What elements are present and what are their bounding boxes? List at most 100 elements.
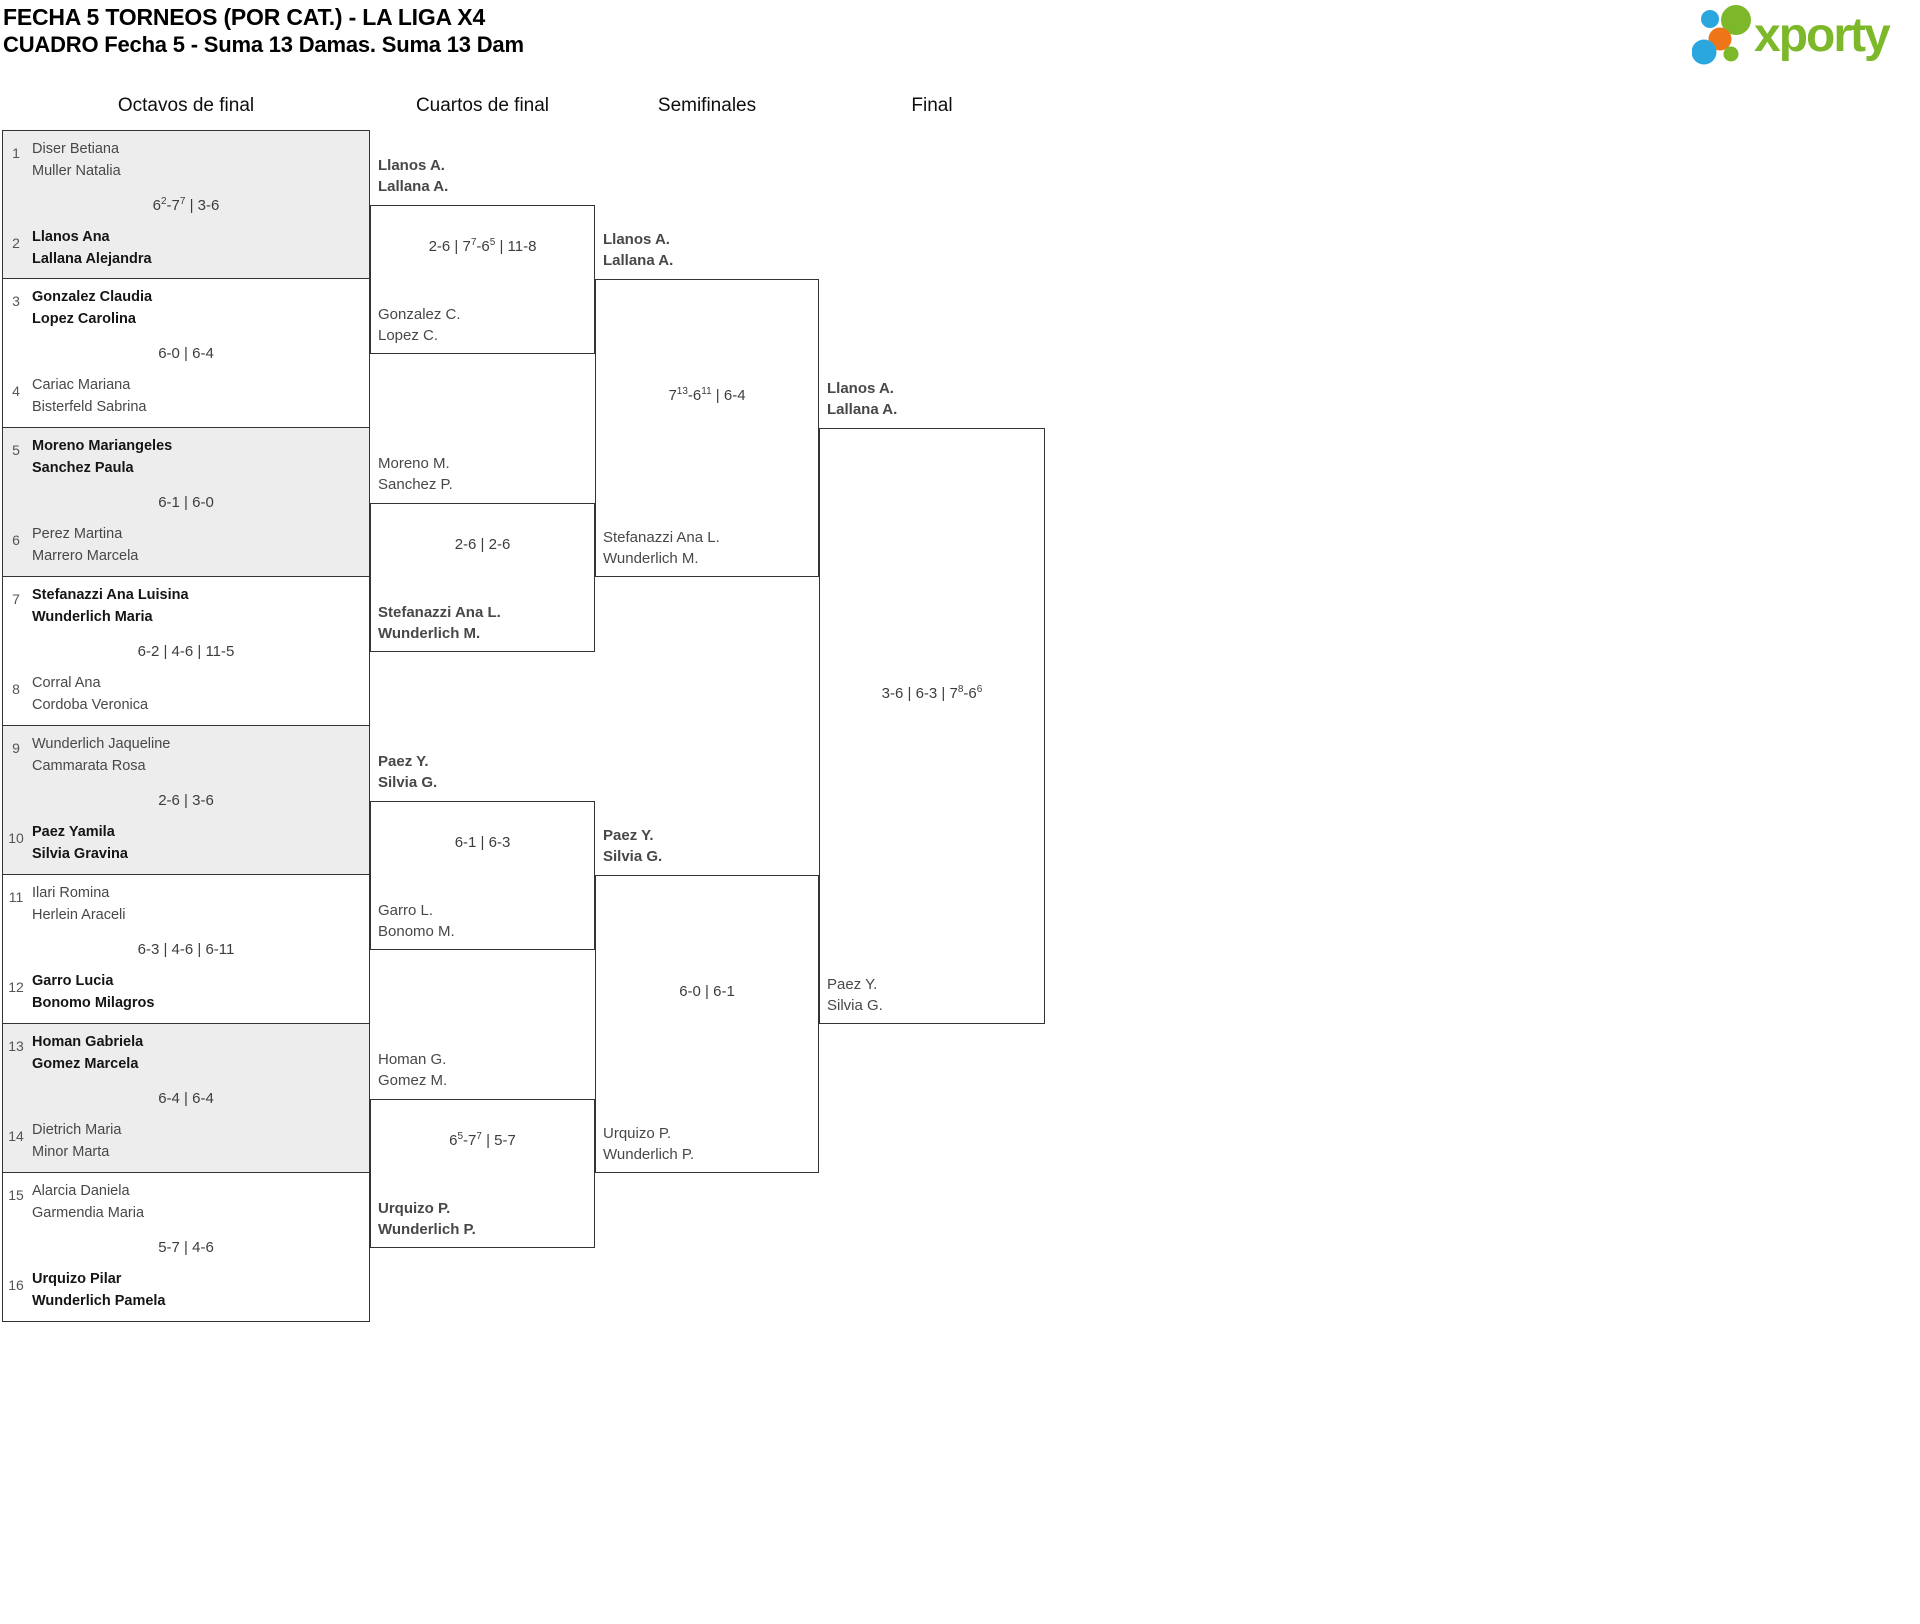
- round-match-score: 2-6 | 2-6: [454, 536, 511, 553]
- player-name: Muller Natalia: [32, 163, 121, 179]
- player-name: Ilari Romina: [32, 885, 110, 901]
- round-header-cuartos: Cuartos de final: [415, 95, 550, 116]
- round-team-names: Moreno M.Sanchez P.: [378, 453, 453, 495]
- xporty-logo[interactable]: xporty: [1692, 4, 1891, 68]
- match-score: 6-0 | 6-4: [158, 345, 214, 362]
- player-name: Cordoba Veronica: [32, 697, 149, 713]
- player-name: Garmendia Maria: [32, 1205, 145, 1221]
- match-score: 6-3 | 4-6 | 6-11: [137, 941, 235, 958]
- round-match-score: 6-1 | 6-3: [454, 834, 511, 851]
- player-name: Marrero Marcela: [32, 548, 139, 564]
- player-name: Moreno Mariangeles: [32, 438, 173, 454]
- quarterfinal-match[interactable]: [370, 204, 595, 354]
- semifinal-match[interactable]: [595, 875, 819, 1173]
- round-match-score: 3-6 | 6-3 | 78-66: [881, 684, 983, 703]
- round-team-names: Stefanazzi Ana L. Wunderlich M.: [603, 527, 720, 569]
- player-name: Wunderlich M.: [378, 624, 481, 642]
- seed-number: 15: [8, 1187, 24, 1203]
- player-name: Garro Lucia: [32, 973, 114, 989]
- player-name: Paez Y.: [378, 752, 429, 770]
- player-name: Herlein Araceli: [32, 907, 126, 923]
- player-name: Gonzalez C.: [378, 305, 461, 323]
- player-name: Wunderlich Maria: [32, 609, 153, 625]
- player-name: Lopez C.: [378, 326, 439, 344]
- seed-number: 16: [8, 1277, 24, 1293]
- player-name: Paez Yamila: [32, 824, 115, 840]
- player-name: Diser Betiana: [32, 141, 120, 157]
- player-name: Gomez M.: [378, 1071, 448, 1089]
- quarterfinal-match[interactable]: [370, 800, 595, 950]
- quarterfinal-match[interactable]: [370, 1098, 595, 1248]
- player-name: Gonzalez Claudia: [32, 289, 153, 305]
- player-name: Corral Ana: [32, 675, 101, 691]
- round-header-octavos: Octavos de final: [117, 95, 255, 116]
- page-title: FECHA 5 TORNEOS (POR CAT.) - LA LIGA X4: [3, 4, 486, 30]
- player-name: Homan Gabriela: [32, 1034, 144, 1050]
- player-name: Silvia G.: [603, 848, 663, 865]
- quarterfinal-match[interactable]: [370, 502, 595, 652]
- player-name: Moreno M.: [378, 454, 450, 472]
- page-subtitle: CUADRO Fecha 5 - Suma 13 Damas. Suma 13 …: [3, 32, 524, 57]
- round-header-final: Final: [911, 95, 953, 116]
- round-match-score: 713-611 | 6-4: [668, 386, 746, 405]
- round-team-names: Garro L.Bonomo M.: [378, 900, 455, 942]
- semifinal-match[interactable]: [595, 279, 819, 577]
- seed-number: 12: [8, 979, 24, 995]
- round-team-names: Urquizo P. Wunderlich P.: [603, 1123, 694, 1165]
- match-score: 6-4 | 6-4: [158, 1090, 214, 1107]
- player-name: Wunderlich P.: [603, 1146, 695, 1163]
- player-name: Lallana A.: [378, 177, 449, 195]
- round-team-names: Llanos A.Lallana A.: [378, 155, 448, 197]
- player-name: Cariac Mariana: [32, 377, 131, 393]
- player-name: Bonomo Milagros: [32, 995, 155, 1011]
- player-name: Silvia Gravina: [32, 846, 128, 862]
- final-match[interactable]: [819, 428, 1045, 1024]
- seed-number: 10: [8, 830, 24, 846]
- player-name: Lopez Carolina: [32, 311, 136, 327]
- player-name: Cammarata Rosa: [32, 758, 146, 774]
- player-name: Wunderlich P.: [378, 1220, 476, 1238]
- seed-number: 2: [12, 235, 20, 251]
- seed-number: 11: [8, 889, 24, 905]
- seed-number: 14: [8, 1128, 24, 1144]
- seed-number: 1: [12, 145, 20, 161]
- player-name: Urquizo P.: [378, 1199, 451, 1217]
- round-team-names: Paez Y.Silvia G.: [378, 751, 437, 793]
- round-team-names: Paez Y.Silvia G.: [827, 974, 883, 1016]
- player-name: Bisterfeld Sabrina: [32, 399, 147, 415]
- round-header-semifinales: Semifinales: [657, 95, 757, 116]
- seed-number: 4: [12, 383, 20, 399]
- player-name: Stefanazzi Ana L.: [603, 529, 720, 546]
- seed-number: 13: [8, 1038, 24, 1054]
- player-name: Wunderlich M.: [603, 550, 699, 567]
- player-name: Paez Y.: [603, 827, 654, 844]
- match-score: 62-77 | 3-6: [152, 196, 220, 215]
- player-name: Homan G.: [378, 1050, 447, 1068]
- player-name: Llanos Ana: [32, 229, 110, 245]
- round-team-names: Paez Y. Silvia G.: [603, 825, 662, 867]
- round-team-names: Gonzalez C. Lopez C.: [378, 304, 461, 346]
- player-name: Garro L.: [378, 901, 434, 919]
- player-name: Silvia G.: [827, 997, 883, 1014]
- player-name: Urquizo P.: [603, 1125, 672, 1142]
